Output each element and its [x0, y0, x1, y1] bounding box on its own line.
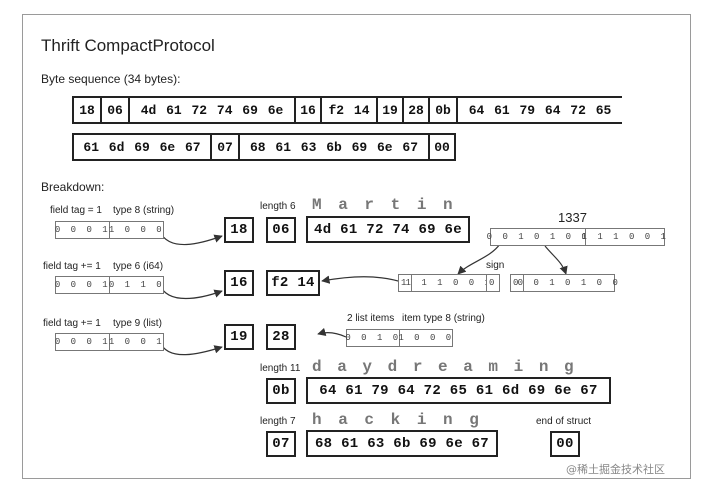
arrow-field2-to-byte: [159, 284, 223, 299]
watermark: @稀土掘金技术社区: [566, 463, 665, 476]
field2-type-bits: 0 1 1 0: [109, 276, 164, 294]
seq-byte-end: 00: [428, 133, 456, 161]
seq-byte-item1-length: 0b: [428, 96, 456, 124]
diagram-title: Thrift CompactProtocol: [41, 36, 215, 55]
seq-byte-field3-header: 19: [376, 96, 402, 124]
list-item-type-label: item type 8 (string): [402, 313, 485, 324]
field2-number-bits-high: 0 0 1 0 1 0 0: [487, 228, 587, 246]
end-of-struct-byte: 00: [550, 431, 580, 457]
item1-chars: d a y d r e a m i n g: [312, 358, 574, 376]
field2-number: 1337: [558, 210, 587, 225]
seq-bytes-martin: 4d 61 72 74 69 6e: [128, 96, 294, 124]
seq-byte-length: 06: [100, 96, 128, 124]
field1-string-chars: M a r t i n: [312, 196, 453, 214]
arrow-field1-to-byte: [159, 231, 223, 246]
field1-tag-bits: 0 0 0 1: [55, 221, 110, 239]
field1-tag-label: field tag = 1: [50, 205, 102, 216]
field2-header-byte: 16: [224, 270, 254, 296]
field2-number-bits-low: 1 1 1 0 0 1: [582, 228, 666, 246]
field1-header-byte: 18: [224, 217, 254, 243]
arrow-sign-bit: [457, 243, 501, 275]
seq-bytes-hacking: 68 61 63 6b 69 6e 67: [238, 133, 428, 161]
field1-string-bytes: 4d 61 72 74 69 6e: [306, 216, 470, 243]
item2-length-byte: 07: [266, 431, 296, 457]
field3-tag-bits: 0 0 0 1: [55, 333, 110, 351]
seq-bytes-aming: 61 6d 69 6e 67: [72, 133, 210, 161]
item1-bytes: 64 61 79 64 72 65 61 6d 69 6e 67: [306, 377, 611, 404]
field2-tag-label: field tag += 1: [43, 261, 101, 272]
field1-type-label: type 8 (string): [113, 205, 175, 216]
list-items-label: 2 list items: [347, 313, 395, 324]
seq-byte-list-header: 28: [402, 96, 428, 124]
field1-type-bits: 1 0 0 0: [109, 221, 164, 239]
field3-type-label: type 9 (list): [113, 318, 162, 329]
diagram-frame: [22, 14, 691, 479]
seq-bytes-number: f2 14: [320, 96, 376, 124]
seq-byte-field2-header: 16: [294, 96, 320, 124]
seq-byte-item2-length: 07: [210, 133, 238, 161]
breakdown-label: Breakdown:: [41, 180, 105, 194]
list-itemtype-bits: 1 0 0 0: [398, 329, 453, 347]
item1-length-label: length 11: [260, 363, 301, 374]
seq-bytes-daydre: 64 61 79 64 72 65: [456, 96, 622, 124]
field1-length-label: length 6: [260, 201, 296, 212]
field2-enc-high-bits: 0 0 1 0 1 0 0: [518, 274, 618, 292]
field3-type-bits: 1 0 0 1: [109, 333, 164, 351]
field1-length-byte: 06: [266, 217, 296, 243]
item2-length-label: length 7: [260, 416, 296, 427]
field2-type-label: type 6 (i64): [113, 261, 164, 272]
item1-length-byte: 0b: [266, 378, 296, 404]
byte-sequence-label: Byte sequence (34 bytes):: [41, 72, 181, 86]
arrow-field3-to-byte: [159, 341, 223, 356]
arrow-encoded-to-bytes: [321, 275, 406, 284]
seq-byte-field-header: 18: [72, 96, 100, 124]
item2-bytes: 68 61 63 6b 69 6e 67: [306, 430, 498, 457]
item2-chars: h a c k i n g: [312, 411, 479, 429]
field2-enc-low-bits: 1 1 1 0 0 1: [406, 274, 490, 292]
end-of-struct-label: end of struct: [536, 416, 592, 427]
field2-sign-label: sign: [486, 260, 505, 271]
field2-value-bytes: f2 14: [266, 270, 320, 296]
list-header-byte: 28: [266, 324, 296, 350]
list-count-bits: 0 0 1 0: [345, 329, 400, 347]
arrow-low-bits: [544, 245, 568, 275]
arrow-list-bits-to-byte: [317, 327, 347, 338]
field2-enc-sign-bit: 0: [486, 274, 500, 292]
field2-tag-bits: 0 0 0 1: [55, 276, 110, 294]
field3-header-byte: 19: [224, 324, 254, 350]
field3-tag-label: field tag += 1: [43, 318, 101, 329]
